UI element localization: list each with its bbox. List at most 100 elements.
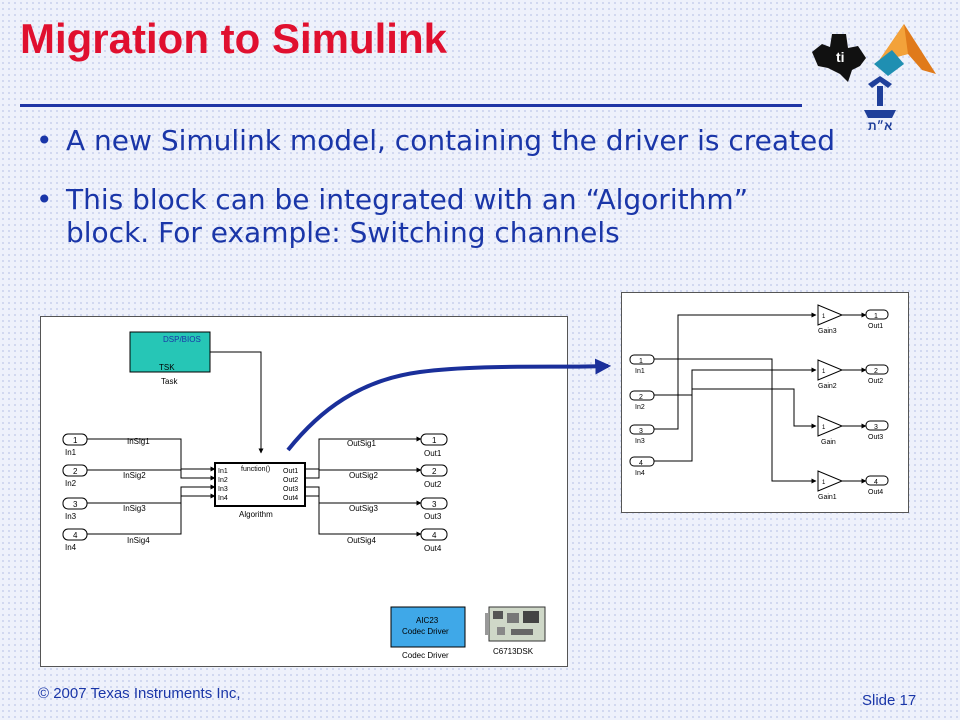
dsk-board-block[interactable]: C6713DSK — [485, 606, 546, 656]
inport-number: 2 — [639, 394, 643, 401]
inport-number: 4 — [639, 460, 643, 467]
task-caption: Task — [161, 377, 178, 386]
circuit-board-icon — [485, 606, 546, 642]
copyright-text: © 2007 Texas Instruments Inc, — [38, 685, 241, 702]
outport-name: Out1 — [424, 449, 442, 458]
algorithm-output-port: Out2 — [283, 477, 298, 484]
outport-name: Out4 — [424, 544, 442, 553]
gain-value: 1 — [822, 314, 826, 320]
driver-model-diagram: DSP/BIOS TSK Task 1 In1 2 In2 3 In3 4 In… — [40, 316, 568, 667]
algorithm-output-port: Out1 — [283, 468, 298, 475]
bullet-item: • A new Simulink model, containing the d… — [36, 124, 836, 157]
outport-number: 4 — [432, 531, 437, 540]
inport-name: In1 — [635, 368, 645, 375]
outport-number: 1 — [432, 436, 437, 445]
gain-value: 1 — [822, 369, 826, 375]
outport-number: 3 — [432, 500, 437, 509]
inport-name: In3 — [65, 512, 77, 521]
outport-number: 2 — [432, 467, 437, 476]
inport-1[interactable]: 1 In1 — [62, 433, 88, 457]
gain-name: Gain2 — [818, 383, 837, 390]
signal-label: OutSig1 — [347, 439, 376, 448]
outport-4[interactable]: 4 Out4 — [420, 528, 448, 553]
inport-number: 1 — [73, 436, 78, 445]
bullet-dot: • — [36, 124, 53, 157]
gain2-block[interactable]: 1 Gain2 — [817, 359, 844, 390]
outport-name: Out1 — [868, 323, 883, 330]
bullet-list: • A new Simulink model, containing the d… — [36, 124, 836, 275]
outport-1[interactable]: 1 Out1 — [420, 433, 448, 458]
algorithm-input-port: In3 — [218, 486, 228, 493]
inport-name: In4 — [65, 543, 77, 552]
outport-2[interactable]: 2 Out2 — [865, 364, 889, 385]
outport-3[interactable]: 3 Out3 — [865, 420, 889, 441]
algorithm-input-port: In2 — [218, 477, 228, 484]
slide-number: Slide 17 — [862, 692, 917, 709]
signal-label: OutSig2 — [349, 471, 378, 480]
outport-name: Out2 — [424, 480, 442, 489]
outport-1[interactable]: 1 Out1 — [865, 309, 889, 330]
svg-text:א״ת: א״ת — [868, 119, 892, 133]
inport-number: 2 — [73, 467, 78, 476]
gain1-block[interactable]: 1 Gain1 — [817, 470, 844, 501]
algorithm-subsystem-diagram: 1 In1 2 In2 3 In3 4 In4 1 Ga — [621, 292, 909, 513]
outport-4[interactable]: 4 Out4 — [865, 475, 889, 496]
outport-3[interactable]: 3 Out3 — [420, 497, 448, 521]
bullet-text: A new Simulink model, containing the dri… — [66, 124, 835, 157]
gain-name: Gain1 — [818, 494, 837, 501]
codec-line1: AIC23 — [416, 616, 439, 625]
texas-logo-icon: ti — [812, 34, 866, 82]
signal-label: OutSig3 — [349, 504, 378, 513]
gain-value: 1 — [822, 480, 826, 486]
inport-name: In3 — [635, 438, 645, 445]
outport-name: Out4 — [868, 489, 883, 496]
outport-number: 4 — [874, 479, 878, 486]
inport-2[interactable]: 2 In2 — [629, 390, 655, 411]
board-caption: C6713DSK — [493, 647, 534, 656]
outport-name: Out2 — [868, 378, 883, 385]
gain-block[interactable]: 1 Gain — [817, 415, 844, 446]
algorithm-caption: Algorithm — [239, 510, 273, 519]
inport-name: In2 — [65, 479, 77, 488]
outport-number: 1 — [874, 313, 878, 320]
inport-4[interactable]: 4 In4 — [62, 528, 88, 552]
gain-value: 1 — [822, 425, 826, 431]
outport-name: Out3 — [424, 512, 442, 521]
gain3-block[interactable]: 1 Gain3 — [817, 304, 844, 335]
inport-name: In1 — [65, 448, 77, 457]
outport-2[interactable]: 2 Out2 — [420, 464, 448, 489]
algorithm-block[interactable]: function() In1 In2 In3 In4 Out1 Out2 Out… — [214, 462, 306, 519]
codec-driver-block[interactable]: AIC23 Codec Driver Codec Driver — [390, 606, 466, 660]
outport-number: 2 — [874, 368, 878, 375]
outport-name: Out3 — [868, 434, 883, 441]
matlab-logo-icon — [874, 24, 936, 76]
signal-label: OutSig4 — [347, 536, 376, 545]
inport-number: 3 — [639, 428, 643, 435]
algorithm-output-port: Out4 — [283, 495, 298, 502]
algorithm-input-port: In4 — [218, 495, 228, 502]
algorithm-input-port: In1 — [218, 468, 228, 475]
inport-number: 3 — [73, 500, 78, 509]
gain-name: Gain — [821, 439, 836, 446]
algorithm-output-port: Out3 — [283, 486, 298, 493]
inport-3[interactable]: 3 In3 — [629, 424, 655, 445]
outport-number: 3 — [874, 424, 878, 431]
bullet-item: • This block can be integrated with an “… — [36, 183, 836, 249]
inport-1[interactable]: 1 In1 — [629, 354, 655, 375]
algorithm-trigger-label: function() — [241, 466, 270, 473]
signal-label: InSig4 — [127, 536, 150, 545]
inport-number: 1 — [639, 358, 643, 365]
logo-group: ti א״ת — [812, 24, 936, 133]
inport-2[interactable]: 2 In2 — [62, 464, 88, 488]
task-block[interactable]: DSP/BIOS TSK Task — [129, 331, 211, 386]
signal-label: InSig3 — [123, 504, 146, 513]
task-label-inner: TSK — [159, 363, 175, 372]
inport-4[interactable]: 4 In4 — [629, 456, 655, 477]
title-underline — [20, 104, 802, 107]
university-emblem-icon: א״ת — [864, 76, 896, 133]
slide-title: Migration to Simulink — [20, 15, 447, 62]
inport-3[interactable]: 3 In3 — [62, 497, 88, 521]
inport-name: In4 — [635, 470, 645, 477]
signal-label: InSig1 — [127, 437, 150, 446]
inport-name: In2 — [635, 404, 645, 411]
